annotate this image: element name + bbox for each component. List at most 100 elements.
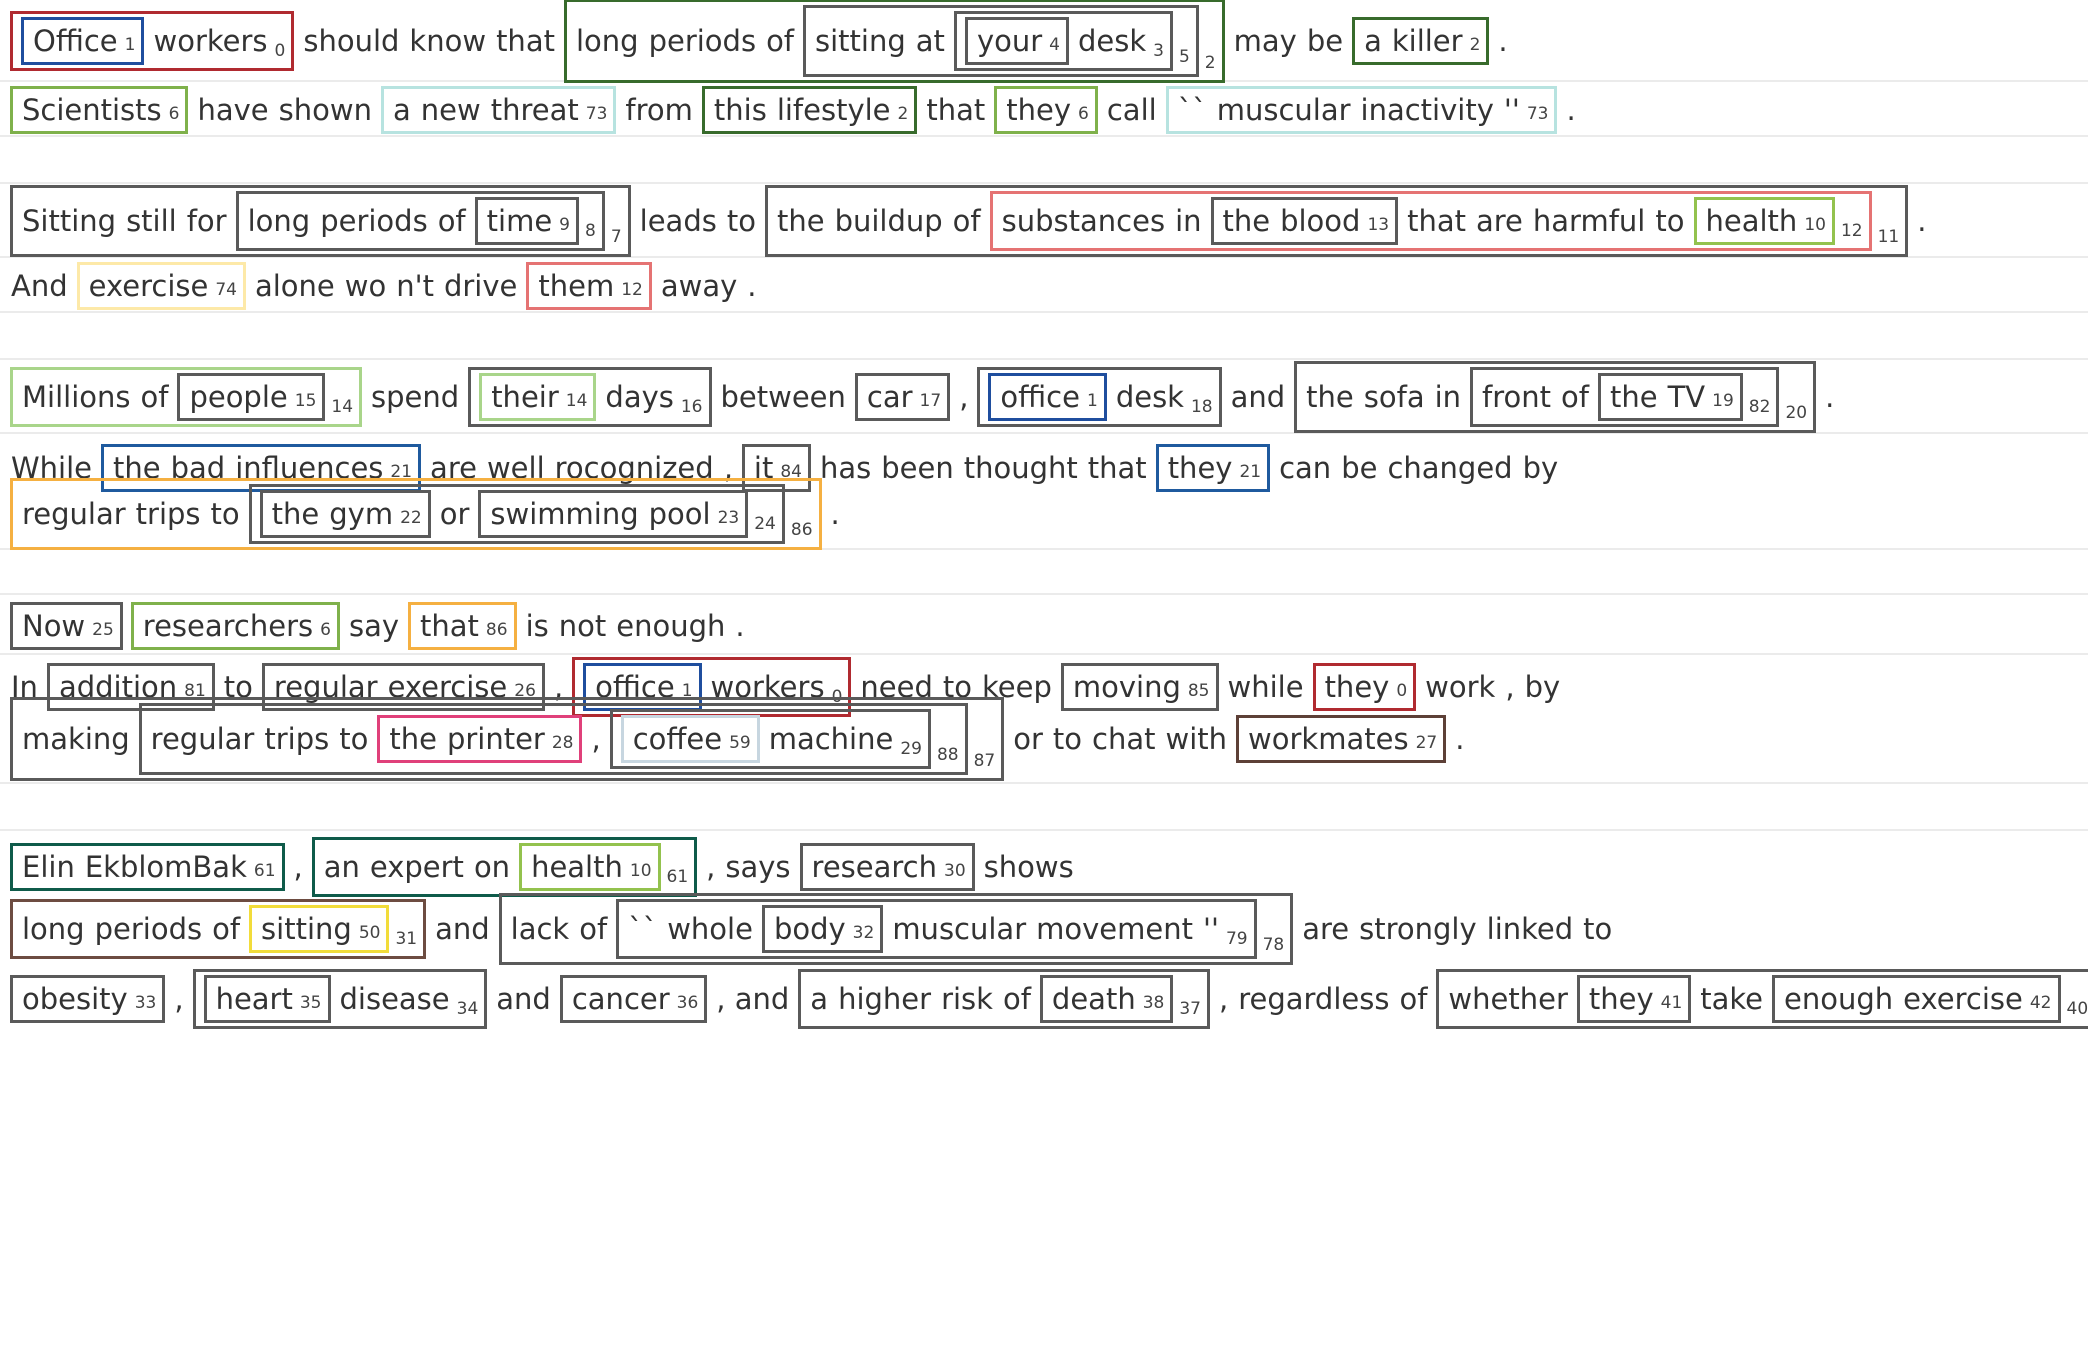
cluster-id-label: 28 <box>551 733 574 753</box>
word-token: linked <box>1486 912 1574 946</box>
word-token: should <box>303 24 400 58</box>
word-token: body <box>773 912 846 946</box>
word-token: obesity <box>22 982 128 1016</box>
word-token: or <box>439 497 470 531</box>
cluster-id-label: 10 <box>1804 215 1826 235</box>
word-token: say <box>348 609 400 643</box>
cluster-id-label: 5 <box>1178 47 1190 67</box>
cluster-id-label: 33 <box>134 993 157 1013</box>
word-token: , <box>723 451 733 485</box>
word-token: to <box>210 497 240 531</box>
word-token: the <box>389 722 437 756</box>
cluster-id-label: 84 <box>780 462 802 482</box>
word-token: time <box>486 204 553 238</box>
word-token: know <box>409 24 487 58</box>
word-token: by <box>1524 670 1561 704</box>
word-token: health <box>531 850 623 884</box>
word-token: that <box>1087 451 1147 485</box>
word-token: making <box>22 722 130 756</box>
word-token: says <box>725 850 791 884</box>
word-token: the <box>776 204 825 238</box>
cluster-id-label: 13 <box>1367 215 1390 235</box>
word-token: '' <box>1202 912 1219 946</box>
word-token: of <box>952 204 981 238</box>
word-token: to <box>726 204 756 238</box>
cluster-id-label: 25 <box>92 620 114 640</box>
word-token: Now <box>22 609 86 643</box>
word-token: of <box>766 24 795 58</box>
word-token: office <box>1000 380 1080 414</box>
word-token: muscular <box>1216 93 1351 127</box>
cluster-id-label: 86 <box>790 520 813 540</box>
word-token: harmful <box>1532 204 1646 238</box>
cluster-id-label: 82 <box>1748 397 1771 417</box>
word-token: an <box>323 850 360 884</box>
word-token: . <box>1455 722 1465 756</box>
cluster-id-label: 1 <box>124 35 136 55</box>
word-token: . <box>747 269 757 303</box>
word-token: for <box>186 204 227 238</box>
word-token: sitting <box>261 912 352 946</box>
word-token: sofa <box>1363 380 1425 414</box>
mention-box: moving 85 <box>1060 663 1219 711</box>
word-token: Elin <box>22 850 75 884</box>
word-token: muscular <box>892 912 1027 946</box>
word-token: drive <box>443 269 518 303</box>
row-separator <box>0 432 2088 434</box>
cluster-id-label: 38 <box>1142 993 1165 1013</box>
word-token: whether <box>1448 982 1568 1016</box>
word-token: , <box>706 850 716 884</box>
word-token: moving <box>1072 670 1181 704</box>
word-token: they <box>1006 93 1072 127</box>
mention-box: obesity 33 <box>10 975 166 1023</box>
word-token: swimming <box>490 497 639 531</box>
cluster-id-label: 73 <box>585 104 608 124</box>
word-token: enough <box>1784 982 1894 1016</box>
word-token: workers <box>153 24 268 58</box>
word-token: death <box>1051 982 1136 1016</box>
cluster-id-label: 35 <box>299 993 322 1013</box>
word-token: long <box>22 912 85 946</box>
cluster-id-label: 15 <box>294 391 317 411</box>
cluster-id-label: 21 <box>390 462 413 482</box>
word-token: they <box>1324 670 1390 704</box>
word-token: periods <box>648 24 757 58</box>
word-token: cancer <box>571 982 670 1016</box>
word-token: heart <box>215 982 293 1016</box>
word-token: them <box>538 269 615 303</box>
word-token: trips <box>135 497 201 531</box>
word-token: their <box>491 380 559 414</box>
row-separator <box>0 829 2088 831</box>
word-token: blood <box>1280 204 1361 238</box>
word-token: shown <box>278 93 372 127</box>
word-token: from <box>625 93 693 127</box>
word-token: higher <box>838 982 932 1016</box>
word-token: inactivity <box>1360 93 1494 127</box>
row-separator <box>0 256 2088 258</box>
cluster-id-label: 8 <box>585 221 596 241</box>
cluster-id-label: 85 <box>1187 681 1210 701</box>
word-token: this <box>713 93 767 127</box>
cluster-id-label: 24 <box>754 514 776 534</box>
cluster-id-label: 29 <box>900 739 922 759</box>
word-token: threat <box>490 93 579 127</box>
